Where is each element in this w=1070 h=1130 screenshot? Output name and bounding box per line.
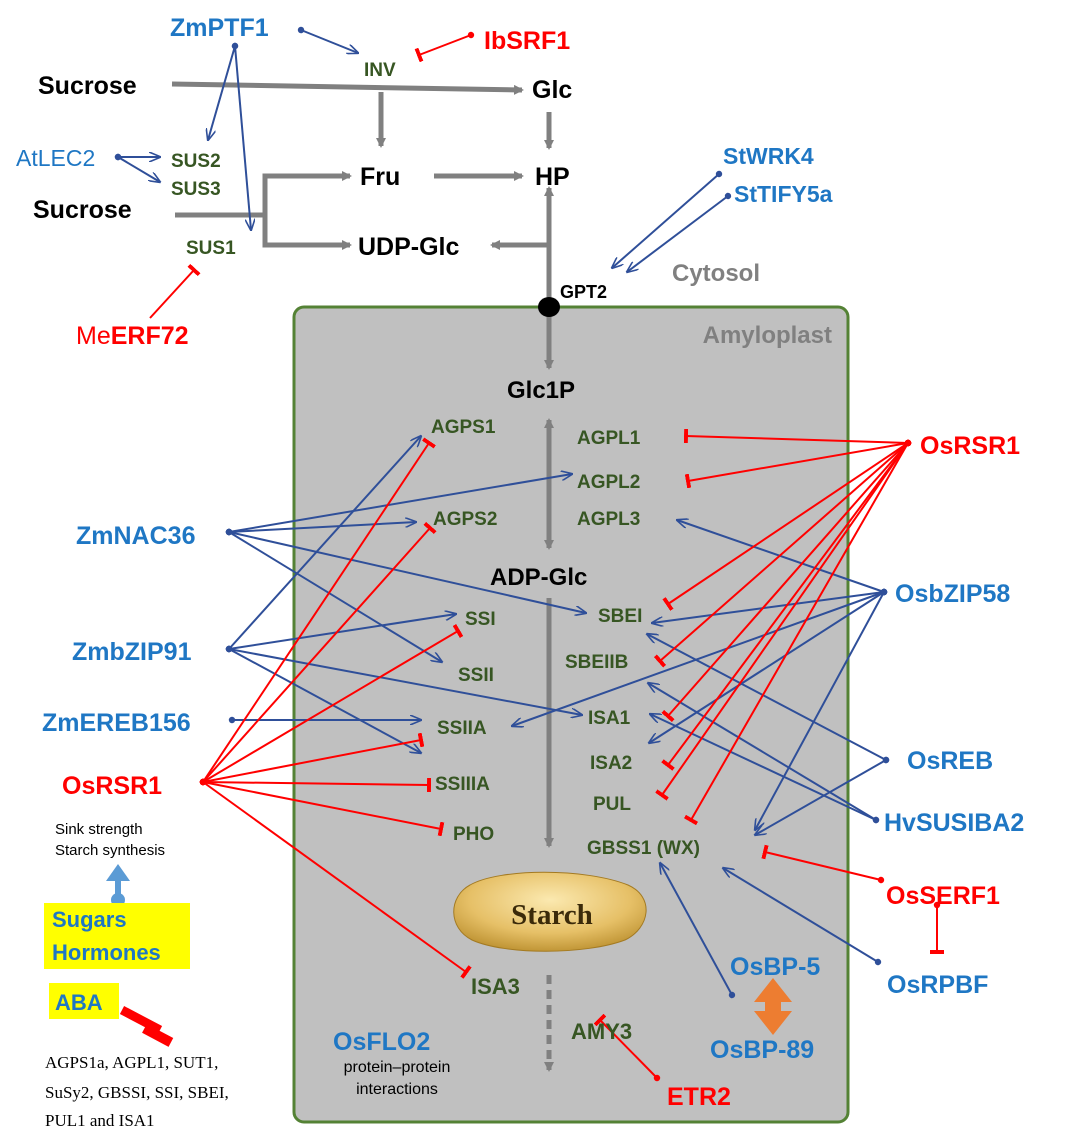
gpt2-label: GPT2 <box>560 282 607 302</box>
note-hormones: Hormones <box>52 940 161 965</box>
enzyme-isa3: ISA3 <box>471 974 520 999</box>
metabolite-glc: Glc <box>532 76 572 104</box>
enzyme-inv: INV <box>364 60 396 81</box>
enzyme-isa1: ISA1 <box>588 708 631 729</box>
note-aba-targets-1: AGPS1a, AGPL1, SUT1, <box>45 1053 218 1072</box>
enzyme-sbei: SBEI <box>598 606 642 627</box>
metabolite-starch: Starch <box>511 899 593 931</box>
note-flo2-line2: interactions <box>356 1081 438 1098</box>
regulator-stwrk4: StWRK4 <box>723 143 814 169</box>
enzyme-gbss1: GBSS1 (WX) <box>587 838 700 859</box>
osbp-double-arrow <box>754 978 792 1035</box>
enzyme-amy3: AMY3 <box>571 1019 632 1044</box>
enzyme-agps2: AGPS2 <box>433 509 497 530</box>
regulator-osserf1: OsSERF1 <box>886 882 1000 910</box>
enzyme-ssi: SSI <box>465 609 496 630</box>
regulator-hvsusiba2: HvSUSIBA2 <box>884 809 1024 837</box>
sugars-hormones-highlight <box>44 903 190 969</box>
regulator-osbzip58: OsbZIP58 <box>895 580 1010 608</box>
enzyme-sus2: SUS2 <box>171 151 221 172</box>
aba-highlight <box>49 983 119 1019</box>
regulator-osrsr1-right: OsRSR1 <box>920 432 1020 460</box>
enzyme-sus3: SUS3 <box>171 179 221 200</box>
metabolite-sucrose-mid: Sucrose <box>33 196 132 224</box>
regulator-ibsrf1: IbSRF1 <box>484 27 570 55</box>
enzyme-ssiia: SSIIA <box>437 718 487 739</box>
regulator-zmnac36: ZmNAC36 <box>76 522 195 550</box>
regulator-etr2: ETR2 <box>667 1083 731 1111</box>
metabolite-hp: HP <box>535 163 570 191</box>
regulator-osrsr1-left: OsRSR1 <box>62 772 162 800</box>
regulator-osflo2: OsFLO2 <box>333 1028 430 1056</box>
amyloplast-label: Amyloplast <box>703 322 832 349</box>
metabolite-udp-glc: UDP-Glc <box>358 233 460 261</box>
note-aba-targets-2: SuSy2, GBSSI, SSI, SBEI, <box>45 1083 229 1102</box>
metabolite-glc1p: Glc1P <box>507 377 575 404</box>
enzyme-ssiiia: SSIIIA <box>435 774 490 795</box>
regulator-atlec2: AtLEC2 <box>16 145 95 171</box>
enzyme-isa2: ISA2 <box>590 753 632 774</box>
metabolite-adp-glc: ADP-Glc <box>490 564 587 591</box>
enzyme-sus1: SUS1 <box>186 238 236 259</box>
repression-links-extra <box>149 263 201 319</box>
note-starch-synthesis: Starch synthesis <box>55 842 165 859</box>
aba-inhibition <box>119 1006 174 1047</box>
enzyme-agpl3: AGPL3 <box>577 509 640 530</box>
gpt2-transporter <box>538 297 560 317</box>
enzyme-agpl2: AGPL2 <box>577 472 640 493</box>
enzyme-pul: PUL <box>593 794 631 815</box>
note-sink-strength: Sink strength <box>55 821 143 838</box>
sink-strength-arrow <box>106 864 130 907</box>
note-aba-targets-3: PUL1 and ISA1 <box>45 1111 155 1130</box>
note-sugars: Sugars <box>52 907 127 932</box>
enzyme-agpl1: AGPL1 <box>577 428 641 449</box>
note-flo2-line1: protein–protein <box>344 1059 451 1076</box>
regulator-zmptf1: ZmPTF1 <box>170 14 269 42</box>
regulator-meerf72: MeERF72 <box>76 322 189 350</box>
regulator-zmereb156: ZmEREB156 <box>42 709 191 737</box>
cytosol-label: Cytosol <box>672 260 760 287</box>
regulator-sttify5a: StTIFY5a <box>734 181 833 207</box>
enzyme-pho: PHO <box>453 824 494 845</box>
regulator-osrpbf: OsRPBF <box>887 971 988 999</box>
enzyme-ssii: SSII <box>458 665 494 686</box>
regulator-osbp89: OsBP-89 <box>710 1036 814 1064</box>
enzyme-sbeiib: SBEIIB <box>565 652 628 673</box>
enzyme-agps1: AGPS1 <box>431 417 496 438</box>
note-aba: ABA <box>55 990 103 1015</box>
repression-links <box>199 31 944 1082</box>
metabolite-fru: Fru <box>360 163 400 191</box>
regulator-osbp5: OsBP-5 <box>730 953 820 981</box>
regulator-zmbzip91: ZmbZIP91 <box>72 638 192 666</box>
metabolite-sucrose-top: Sucrose <box>38 72 137 100</box>
regulator-osreb: OsREB <box>907 747 993 775</box>
